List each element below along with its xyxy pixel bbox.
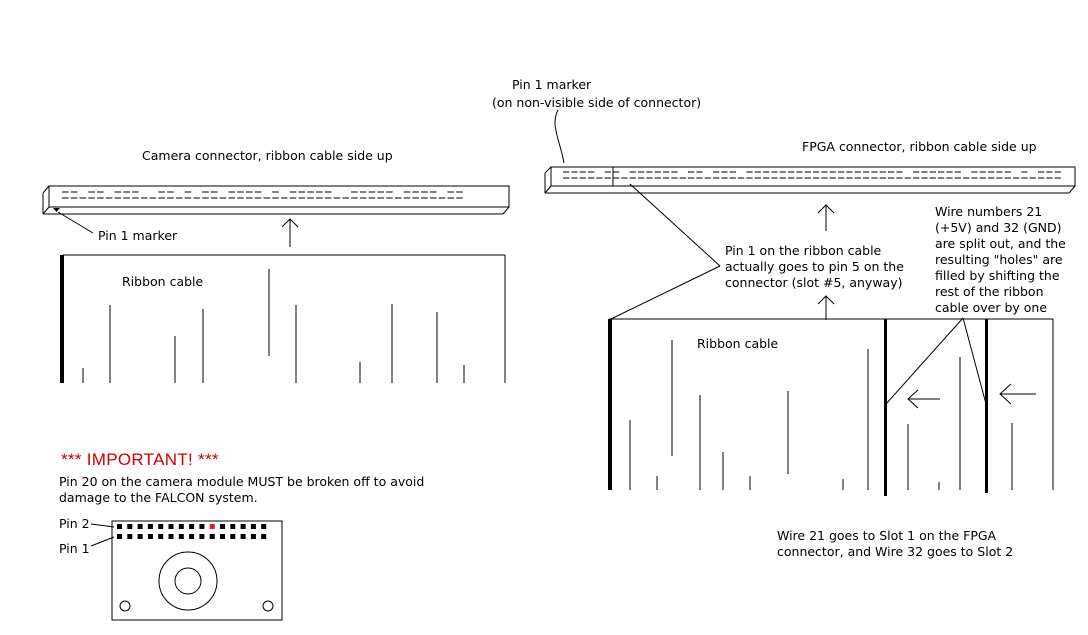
up-arrow-left-icon [281,218,299,247]
camera-pin [137,534,143,539]
ribbon-right-wires [629,340,1013,490]
camera-pin [117,534,122,539]
up-arrow-right-top-icon [817,204,835,231]
camera-pin [261,534,267,539]
ribbon-right-label: Ribbon cable [697,336,779,351]
left-arrow-1-icon [907,389,940,409]
ribbon-left-edge-stripe [60,255,64,383]
ribbon-right-edge-stripe [608,319,612,490]
camera-connector-slots [62,191,463,199]
camera-pin [209,534,215,539]
camera-pin [261,524,267,529]
camera-module [111,520,283,621]
camera-pin [240,524,246,529]
camera-pin [189,534,195,539]
wire-note-pointers [885,317,987,405]
split-wire-21 [884,319,887,496]
slot-note-line-1: Wire 21 goes to Slot 1 on the FPGA [777,528,997,543]
camera-pin [199,534,205,539]
ribbon-left-label: Ribbon cable [122,274,204,289]
wire-note-line-7: cable over by one [935,300,1048,315]
pin1-note-line-1: Pin 1 on the ribbon cable [725,243,882,258]
mount-hole-left [119,600,131,612]
left-arrow-2-icon [999,383,1036,405]
fpga-connector [544,166,1076,194]
warning-line-1: Pin 20 on the camera module MUST be brok… [59,474,425,489]
ribbon-cable-right [608,318,1054,496]
slot-note-line-2: connector, and Wire 32 goes to Slot 2 [777,544,1014,559]
fpga-pin1-marker-label: Pin 1 marker [512,77,592,92]
camera-connector [42,185,510,215]
camera-pin [117,524,122,529]
warning-line-2: damage to the FALCON system. [59,490,258,505]
lens-outer [158,551,218,611]
important-heading: *** IMPORTANT! *** [61,450,219,469]
up-arrow-right-bottom-icon [817,295,835,320]
camera-pin [178,534,184,539]
camera-pin [127,524,133,529]
fpga-connector-slots [563,171,1061,179]
wire-note-line-2: (+5V) and 32 (GND) [935,220,1062,235]
camera-module-pins [117,524,267,539]
camera-pin [147,524,153,529]
camera-pin [158,534,164,539]
wire-note-line-3: are split out, and the [935,236,1066,251]
camera-pin1-marker-icon [53,208,60,212]
camera-pin [158,524,164,529]
camera-connector-title: Camera connector, ribbon cable side up [142,148,393,163]
camera-pin [230,524,236,529]
camera-pin [137,524,143,529]
wire-note-line-5: filled by shifting the [935,268,1060,283]
camera-pin [127,534,133,539]
camera-pin [230,534,236,539]
pin1-note-line-2: actually goes to pin 5 on the [725,259,904,274]
pin1-note-pointers [610,183,721,320]
camera-pin [147,534,153,539]
pin1-label: Pin 1 [59,541,90,556]
camera-pin [168,534,174,539]
camera-pin [178,524,184,529]
pin1-note-line-3: connector (slot #5, anyway) [725,275,903,290]
camera-pin [240,534,246,539]
pin-20 [209,524,215,529]
camera-pin [250,534,256,539]
camera-pin1-pointer [57,211,94,234]
camera-pin [189,524,195,529]
fpga-pin1-marker-sublabel: (on non-visible side of connector) [492,95,702,110]
fpga-connector-title: FPGA connector, ribbon cable side up [802,139,1037,154]
camera-pin1-marker-label: Pin 1 marker [98,228,178,243]
pin-label-pointers [90,523,115,547]
camera-pin [168,524,174,529]
pin2-label: Pin 2 [59,516,90,531]
ribbon-cable-left [60,254,506,383]
split-wire-32 [985,319,988,493]
fpga-pin1-pointer [554,109,565,164]
camera-pin [250,524,256,529]
ribbon-left-wires [82,269,465,383]
camera-pin [199,524,205,529]
mount-hole-right [262,600,274,612]
wire-note-line-4: resulting "holes" are [935,252,1063,267]
wire-note-line-6: rest of the ribbon [935,284,1044,299]
camera-pin [220,534,225,539]
wire-note-line-1: Wire numbers 21 [935,204,1043,219]
lens-inner [174,567,202,595]
camera-pin [220,524,225,529]
